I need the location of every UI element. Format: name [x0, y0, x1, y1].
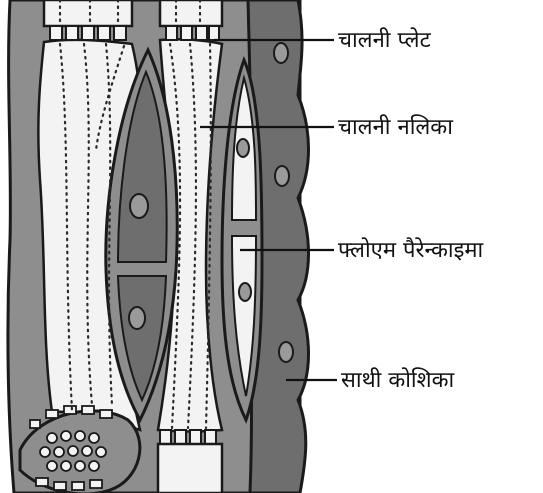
label-sieve-plate: चालनी प्लेट [338, 30, 431, 52]
companion-nucleus [279, 342, 293, 362]
label-phloem-parenchyma: फ्लोएम पैरेन्काइमा [338, 240, 483, 262]
nucleus [239, 283, 251, 301]
sieve-plate-top-right [166, 26, 219, 40]
sieve-plate-top-left [50, 26, 126, 40]
nucleus [237, 139, 249, 157]
companion-nucleus [275, 166, 289, 186]
sieve-tube-bottom-right [158, 444, 222, 493]
label-sieve-tube: चालनी नलिका [338, 117, 453, 139]
nucleus [129, 307, 145, 329]
companion-nucleus [274, 43, 288, 63]
nucleus [130, 194, 148, 218]
sieve-tube-top-right [160, 0, 222, 26]
label-companion-cell: साथी कोशिका [341, 370, 454, 392]
